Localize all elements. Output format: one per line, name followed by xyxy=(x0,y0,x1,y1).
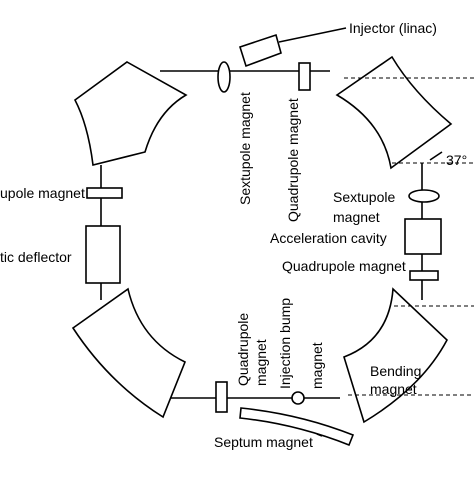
labels: Injector (linac) Sextupole magnet Quadru… xyxy=(0,20,467,450)
quadrupole-magnet-right xyxy=(409,270,439,281)
injection-bump-magnet xyxy=(291,391,305,405)
angle-tick xyxy=(429,151,443,161)
label-sextupole-right-1: Sextupole xyxy=(333,189,395,205)
sextupole-magnet-right xyxy=(408,189,440,203)
injector-block xyxy=(239,33,282,68)
sextupole-magnet-left xyxy=(86,187,123,199)
label-injection-bump-2: magnet xyxy=(309,342,325,389)
bending-magnet-bottom-left xyxy=(71,287,187,419)
label-quadrupole-right: Quadrupole magnet xyxy=(282,258,406,274)
label-injection-bump-1: Injection bump xyxy=(277,298,293,389)
bending-magnet-top-right xyxy=(335,55,453,170)
label-quadrupole-bottom-2: magnet xyxy=(253,339,269,386)
label-deflector: tic deflector xyxy=(0,249,72,265)
label-bending-2: magnet xyxy=(370,381,417,397)
reference-lines xyxy=(344,77,474,396)
label-septum: Septum magnet xyxy=(214,434,313,450)
label-acceleration-cavity: Acceleration cavity xyxy=(270,230,387,246)
label-quadrupole-top: Quadrupole magnet xyxy=(285,98,301,222)
label-injector: Injector (linac) xyxy=(349,20,437,36)
acceleration-cavity xyxy=(404,218,442,255)
label-angle: 37° xyxy=(446,152,467,168)
label-bending-1: Bending xyxy=(370,363,421,379)
septum-magnet xyxy=(239,407,355,447)
label-quadrupole-bottom-1: Quadrupole xyxy=(235,313,251,386)
injector-linac xyxy=(239,27,347,68)
label-sextupole-left: upole magnet xyxy=(0,185,85,201)
septum-leader xyxy=(316,433,323,437)
quadrupole-magnet-bottom xyxy=(215,381,228,413)
injector-leader xyxy=(278,27,347,43)
bending-magnet-top-left xyxy=(73,61,188,166)
bending-magnets xyxy=(71,55,453,424)
sextupole-magnet-top xyxy=(217,61,231,93)
bending-magnet-bottom-right xyxy=(343,287,448,424)
label-sextupole-top: Sextupole magnet xyxy=(237,92,253,205)
label-sextupole-right-2: magnet xyxy=(333,209,380,225)
electrostatic-deflector xyxy=(85,225,121,284)
quadrupole-magnet-top xyxy=(298,62,311,91)
